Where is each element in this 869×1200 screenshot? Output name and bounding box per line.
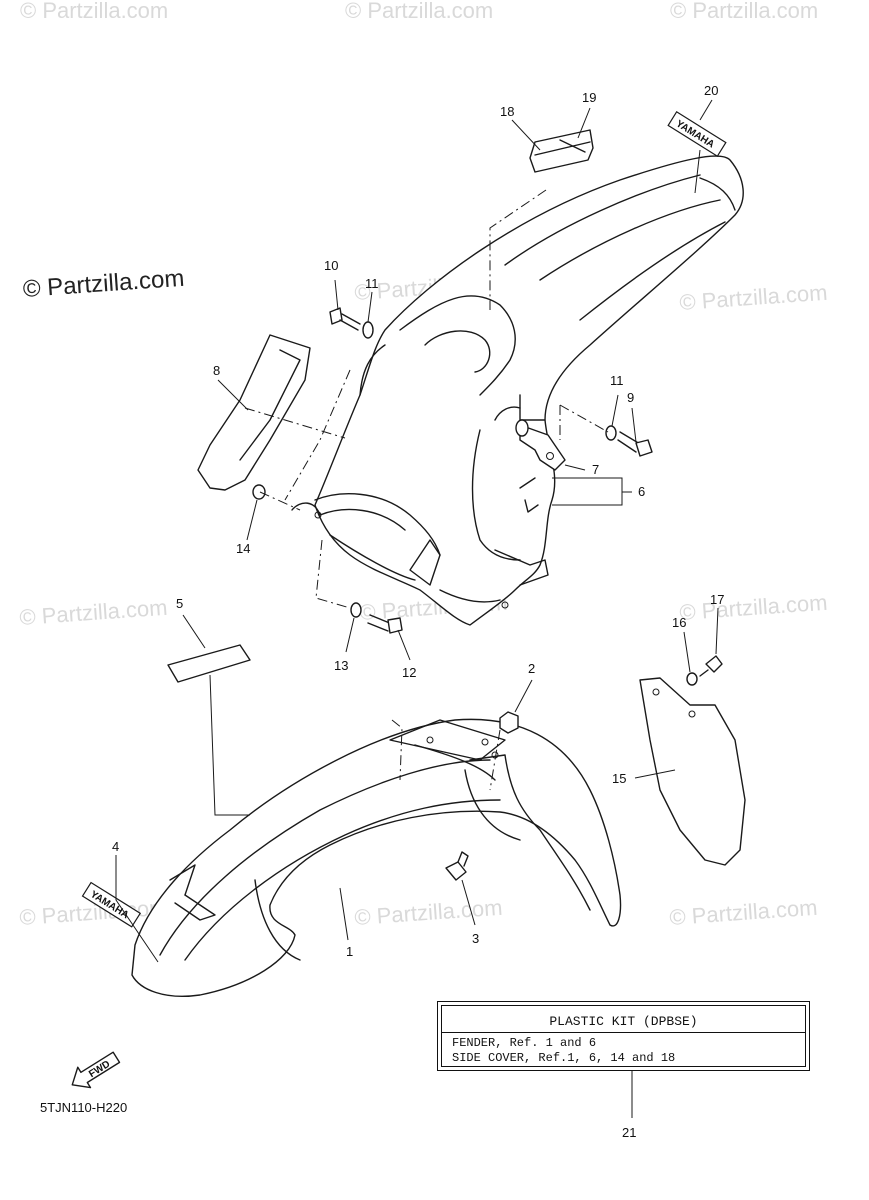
fender-decal-part (167, 644, 251, 683)
rear-yamaha-decal: YAMAHA (667, 111, 727, 157)
callout-label: 2 (528, 661, 535, 676)
watermark: © Partzilla.com (679, 590, 829, 625)
side-cover-rear-part (639, 677, 746, 866)
callout-label: 14 (236, 541, 250, 556)
callout-label: 4 (112, 839, 119, 854)
callout-label: 8 (213, 363, 220, 378)
plastic-kit-divider (442, 1032, 805, 1033)
fwd-arrow-icon: FWD (71, 1051, 121, 1089)
callout-numbers: 1 2 3 4 5 6 7 8 9 10 11 11 12 13 14 15 1… (112, 83, 724, 1140)
callout-label: 11 (610, 373, 624, 388)
callout-label: 20 (704, 83, 718, 98)
watermark: © Partzilla.com (19, 595, 169, 630)
callout-label: 1 (346, 944, 353, 959)
callout-label: 3 (472, 931, 479, 946)
watermark: © Partzilla.com (345, 0, 493, 23)
plastic-kit-side-cover-line: SIDE COVER, Ref.1, 6, 14 and 18 (452, 1051, 676, 1065)
side-cover-part (197, 334, 311, 491)
callout-label: 10 (324, 258, 338, 273)
callout-label: 6 (638, 484, 645, 499)
leader-lines (115, 99, 719, 1118)
callout-label: 18 (500, 104, 514, 119)
fasteners (252, 307, 723, 881)
watermark: © Partzilla.com (670, 0, 818, 23)
callout-label: 21 (622, 1125, 636, 1140)
callout-label: 9 (627, 390, 634, 405)
watermark: © Partzilla.com (679, 280, 829, 315)
callout-label: 13 (334, 658, 348, 673)
rear-fender-part (291, 155, 744, 626)
emblem-decal-part (529, 129, 594, 173)
callout-label: 5 (176, 596, 183, 611)
callout-label: 7 (592, 462, 599, 477)
callout-label: 17 (710, 592, 724, 607)
front-fender-part (131, 718, 622, 997)
callout-label: 12 (402, 665, 416, 680)
watermark: © Partzilla.com (354, 895, 504, 930)
callout-label: 15 (612, 771, 626, 786)
callout-label: 16 (672, 615, 686, 630)
plastic-kit-inner-frame: PLASTIC KIT (DPBSE) FENDER, Ref. 1 and 6… (441, 1005, 806, 1067)
watermark: © Partzilla.com (669, 895, 819, 930)
plastic-kit-title: PLASTIC KIT (DPBSE) (549, 1014, 698, 1029)
watermark: © Partzilla.com (20, 0, 168, 23)
callout-label: 11 (365, 276, 379, 291)
bracket-part (515, 419, 566, 471)
diagram-code: 5TJN110-H220 (40, 1100, 128, 1115)
callout-label: 19 (582, 90, 596, 105)
plastic-kit-fender-line: FENDER, Ref. 1 and 6 (452, 1036, 597, 1050)
plastic-kit-box: PLASTIC KIT (DPBSE) FENDER, Ref. 1 and 6… (437, 1001, 810, 1071)
